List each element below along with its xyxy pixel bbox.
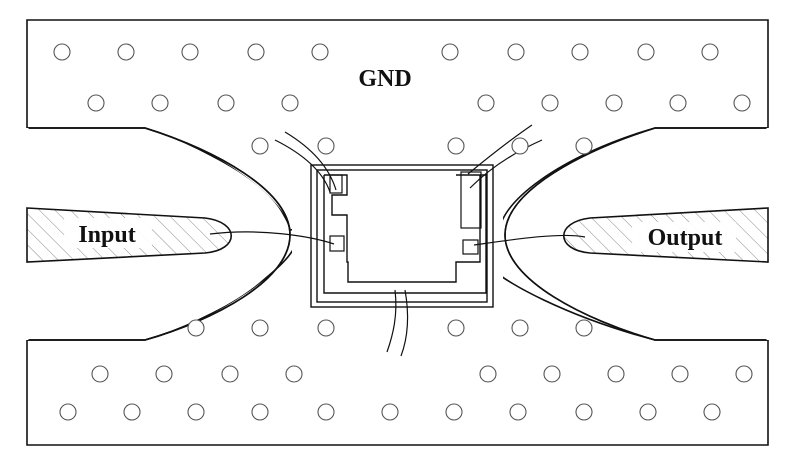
via-hole [637, 43, 655, 61]
via-hole [151, 94, 169, 112]
via-hole [311, 43, 329, 61]
via-hole [59, 403, 77, 421]
via-hole [607, 365, 625, 383]
via-hole [605, 94, 623, 112]
bond-wire-gnd-topleft-1 [284, 131, 337, 191]
bond-wire-gnd-topright-2 [469, 139, 543, 189]
chip-die [323, 174, 487, 294]
via-hole [251, 137, 269, 155]
via-hole [509, 403, 527, 421]
via-hole [639, 403, 657, 421]
via-hole [571, 43, 589, 61]
output-label: Output [648, 225, 723, 251]
bond-wire-gnd-topleft-2 [274, 139, 331, 193]
bond-wire-gnd-topright-1 [467, 124, 533, 175]
via-hole [317, 403, 335, 421]
via-hole [733, 94, 751, 112]
input-label: Input [78, 222, 135, 248]
via-hole [217, 94, 235, 112]
via-hole [251, 403, 269, 421]
via-hole [669, 94, 687, 112]
via-hole [281, 94, 299, 112]
via-hole [187, 319, 205, 337]
via-hole [221, 365, 239, 383]
via-hole [575, 319, 593, 337]
via-hole [87, 94, 105, 112]
via-hole [123, 403, 141, 421]
via-hole [477, 94, 495, 112]
via-hole [447, 319, 465, 337]
via-hole [507, 43, 525, 61]
via-hole [317, 137, 335, 155]
via-hole [117, 43, 135, 61]
ground-vias [53, 43, 753, 421]
via-hole [543, 365, 561, 383]
via-hole [479, 365, 497, 383]
via-hole [541, 94, 559, 112]
via-hole [187, 403, 205, 421]
via-hole [511, 137, 529, 155]
bond-wire-gnd-bottom-2 [400, 289, 409, 357]
bond-pad-input [329, 235, 345, 252]
bond-wire-gnd-bottom-1 [386, 289, 397, 353]
via-hole [701, 43, 719, 61]
via-hole [247, 43, 265, 61]
bond-wire-input [209, 231, 335, 245]
via-hole [251, 319, 269, 337]
chip-package-inner [316, 169, 488, 303]
via-hole [91, 365, 109, 383]
via-hole [285, 365, 303, 383]
via-hole [735, 365, 753, 383]
via-hole [671, 365, 689, 383]
right-ground-edge-redraw [504, 127, 768, 341]
via-hole [575, 137, 593, 155]
bond-wire-output [473, 234, 586, 246]
via-hole [317, 319, 335, 337]
via-hole [445, 403, 463, 421]
via-hole [155, 365, 173, 383]
via-hole [53, 43, 71, 61]
via-hole [181, 43, 199, 61]
gnd-label: GND [358, 66, 411, 92]
via-hole [381, 403, 399, 421]
via-hole [447, 137, 465, 155]
via-hole [511, 319, 529, 337]
via-hole [703, 403, 721, 421]
via-hole [575, 403, 593, 421]
bond-pad-top-left [329, 174, 343, 194]
bond-pad-output [462, 239, 479, 255]
via-hole [441, 43, 459, 61]
